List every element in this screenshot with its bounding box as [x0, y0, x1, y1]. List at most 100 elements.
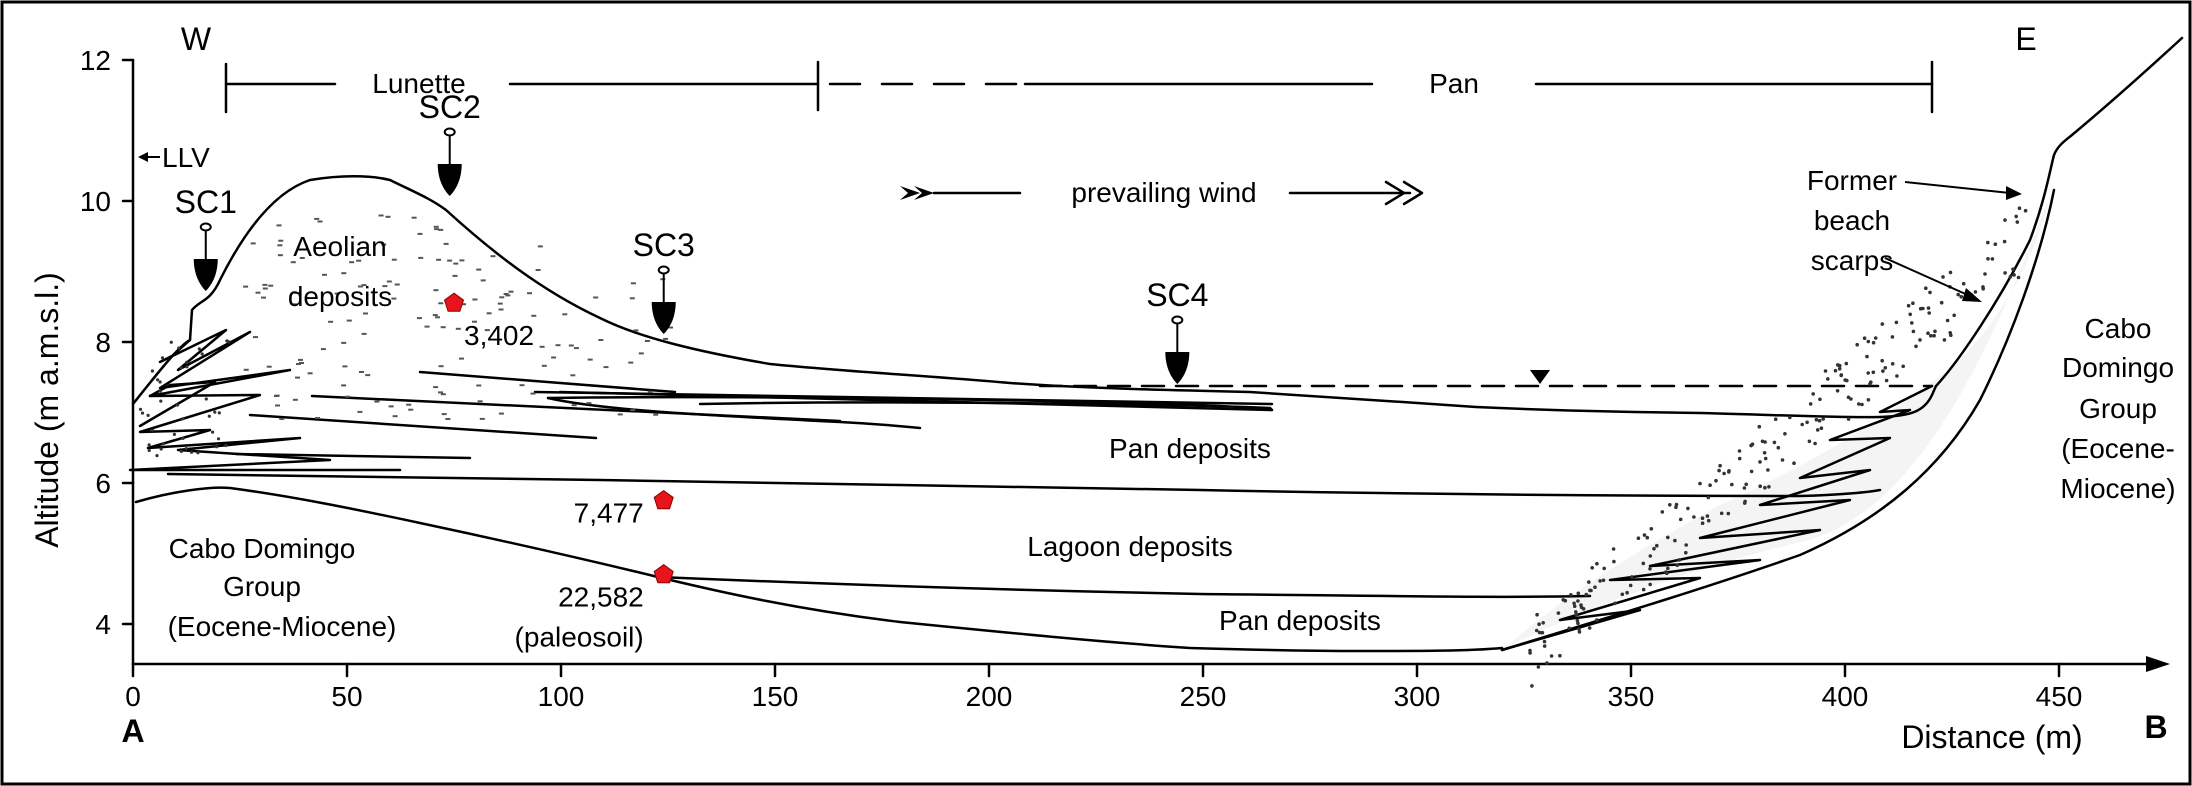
- aeolian-wedges: [128, 328, 1274, 472]
- stipple-dot: [499, 296, 505, 299]
- gravel-dot: [172, 432, 176, 436]
- stipple-dot: [392, 415, 398, 418]
- gravel-dot: [1717, 468, 1721, 473]
- stipple-dot: [277, 244, 283, 247]
- gravel-dot: [1630, 575, 1634, 579]
- gravel-dot: [1890, 362, 1895, 366]
- stipple-dot: [322, 273, 327, 276]
- gravel-dot: [2014, 214, 2018, 219]
- stipple-dot: [295, 376, 300, 379]
- stipple-dot: [630, 282, 636, 285]
- stipple-dot: [477, 400, 483, 403]
- stipple-dot: [266, 365, 272, 368]
- gravel-dot: [1684, 543, 1688, 547]
- cabo-left-3: (Eocene-Miocene): [168, 611, 397, 642]
- x-tick-label: 250: [1180, 681, 1227, 712]
- stipple-dot: [394, 283, 400, 286]
- gravel-dot: [2011, 267, 2015, 272]
- gravel-dot: [150, 369, 154, 373]
- beach-arrow-line-2: [1884, 257, 1971, 297]
- gravel-dot: [1871, 370, 1876, 375]
- gravel-stipple: [138, 206, 2028, 688]
- gravel-dot: [1983, 272, 1987, 276]
- stipple-dot: [539, 345, 545, 348]
- date-label: 3,402: [464, 320, 534, 351]
- unit-labels: Aeolian deposits Pan deposits Lagoon dep…: [168, 165, 2176, 642]
- stipple-dot: [345, 395, 350, 398]
- stipple-dot: [296, 363, 301, 365]
- lagoon-base: [656, 575, 1592, 599]
- stipple-dot: [261, 296, 266, 299]
- bedrock-wedges: [1500, 188, 2056, 652]
- date-pentagon-icon: [653, 563, 674, 584]
- beach-arrow-line-1: [1904, 181, 2011, 194]
- gravel-dot: [1628, 583, 1633, 588]
- gravel-dot: [1817, 418, 1822, 423]
- gravel-dot: [159, 399, 163, 403]
- former-beach-2: beach: [1814, 205, 1890, 236]
- gravel-dot: [1819, 426, 1824, 431]
- gravel-dot: [1558, 653, 1562, 658]
- gravel-dot: [1749, 443, 1753, 448]
- stipple-dot: [341, 341, 347, 344]
- stipple-dot: [349, 261, 355, 264]
- stipple-dot: [299, 362, 304, 364]
- x-tick-label: 100: [538, 681, 585, 712]
- gravel-dot: [1942, 338, 1947, 342]
- gravel-dot: [1808, 402, 1813, 406]
- point-a-label: A: [121, 713, 144, 749]
- gravel-dot: [1833, 368, 1838, 373]
- gravel-dot: [1730, 482, 1734, 487]
- stipple-dot: [527, 292, 532, 295]
- stipple-dot: [438, 391, 443, 394]
- gravel-dot: [1880, 322, 1885, 326]
- beach-arrow-icon-2: [1962, 288, 1982, 302]
- stipple-dot: [570, 374, 576, 377]
- stipple-dot: [328, 320, 334, 323]
- stipple-dot: [438, 302, 444, 305]
- stipple-dot: [361, 332, 367, 335]
- stipple-dot: [411, 216, 417, 219]
- gravel-dot: [1926, 331, 1930, 336]
- gravel-dot: [1590, 566, 1594, 570]
- gravel-dot: [1575, 618, 1580, 623]
- paleosoil-line: [134, 486, 1504, 653]
- stipple-dot: [262, 287, 268, 290]
- cabo-right-3: Group: [2079, 393, 2157, 424]
- core-handle-icon: [657, 265, 670, 275]
- gravel-dot: [2016, 275, 2021, 280]
- gravel-dot: [1708, 483, 1712, 488]
- gravel-dot: [1601, 578, 1606, 583]
- gravel-dot: [1744, 482, 1748, 487]
- gravel-dot: [196, 451, 200, 455]
- gravel-dot: [1826, 377, 1830, 381]
- gravel-dot: [2002, 239, 2007, 244]
- gravel-dot: [227, 340, 231, 344]
- gravel-dot: [1569, 593, 1573, 597]
- stipple-dot: [433, 225, 439, 228]
- stipple-dot: [461, 303, 466, 306]
- gravel-dot: [1839, 373, 1843, 378]
- gravel-dot: [1574, 610, 1578, 614]
- core-bit-icon: [437, 164, 462, 196]
- gravel-dot: [1767, 485, 1771, 489]
- stipple-dot: [633, 329, 639, 332]
- gravel-dot: [1587, 580, 1591, 584]
- gravel-dot: [1818, 397, 1822, 402]
- gravel-dot: [1613, 601, 1617, 606]
- stipple-dot: [490, 255, 496, 258]
- gravel-dot: [1636, 536, 1641, 540]
- gravel-dot: [1660, 510, 1665, 514]
- gravel-dot: [1986, 257, 1990, 261]
- cabo-right-4: (Eocene-: [2061, 433, 2175, 464]
- gravel-dot: [1727, 469, 1731, 473]
- gravel-dot: [147, 448, 151, 453]
- gravel-dot: [1906, 303, 1911, 308]
- gravel-dot: [1837, 367, 1842, 371]
- core-bit-icon: [193, 259, 218, 291]
